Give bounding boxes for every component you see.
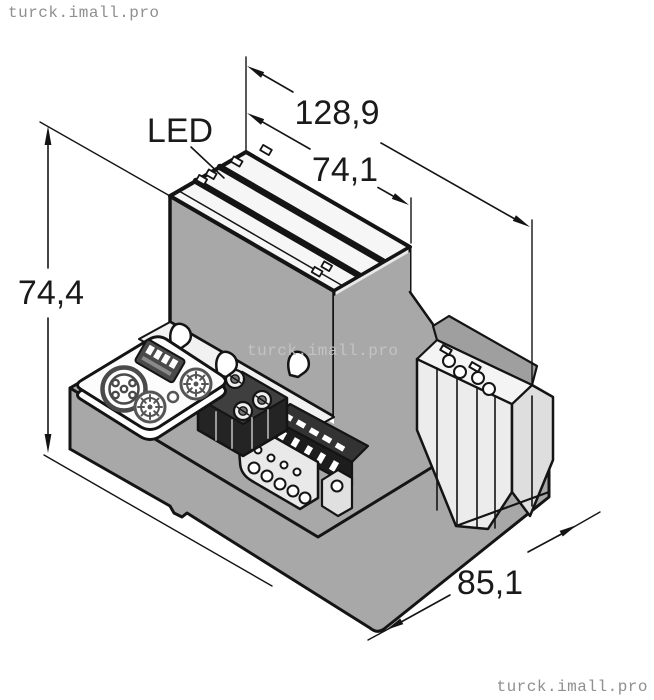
stack-cap (431, 314, 539, 387)
watermark-center: turck.imall.pro (247, 342, 399, 360)
dimension-lines (47, 72, 563, 623)
front-panel (76, 335, 227, 441)
bracket-screw (330, 479, 344, 493)
watermark-bottom-right: turck.imall.pro (496, 678, 648, 696)
extension-lines (39, 56, 601, 641)
m12-connector (100, 365, 148, 413)
dimension-annotations (39, 56, 601, 641)
led-leader-line (190, 146, 225, 179)
block-screws (205, 368, 273, 422)
dimension-height: 74,4 (18, 274, 84, 312)
fixing-clips (169, 322, 311, 379)
watermark-top-left: turck.imall.pro (8, 4, 160, 22)
led-windows (195, 144, 333, 278)
device-isometric-view (68, 144, 555, 633)
dimension-arrowheads (44, 66, 577, 630)
status-led-dot (166, 390, 180, 404)
dimension-depth: 85,1 (457, 564, 523, 602)
dimension-overall-width: 128,9 (294, 94, 379, 132)
mounting-bracket (320, 468, 354, 518)
dip-switch (134, 338, 186, 384)
terminal-screws (439, 344, 496, 396)
screw-terminal-block (196, 368, 289, 458)
rotary-switch-1 (179, 367, 213, 401)
label-led: LED (147, 112, 213, 150)
rotary-switch-2 (133, 390, 167, 424)
dimension-module-width: 74,1 (312, 151, 378, 189)
terminal-stack (415, 314, 555, 531)
